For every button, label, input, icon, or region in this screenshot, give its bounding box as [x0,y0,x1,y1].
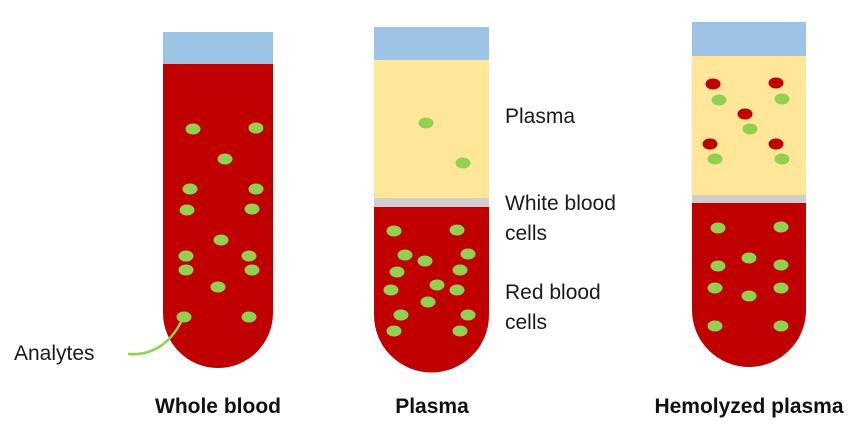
red-blood-cells-label-line1: Red blood [505,281,601,304]
tube-hemolyzed-plasma [692,22,806,367]
red-blood-cells-label-line2: cells [505,311,548,334]
analytes-label: Analytes [14,342,95,365]
analyte-dots [707,93,790,332]
tube-title-hemolyzed-plasma: Hemolyzed plasma [654,395,844,418]
white-blood-cells-label-line2: cells [505,222,548,245]
tube-title-whole-blood: Whole blood [155,395,281,418]
red-blood-cells-label: Red blood cells [505,278,601,338]
white-blood-cells-layer [374,198,489,208]
tube-whole-blood [127,32,273,368]
white-blood-cells-label-line1: White blood [505,192,616,215]
tube-title-plasma: Plasma [395,395,469,418]
free-hemoglobin-dots [702,77,784,150]
analyte-dots [176,122,264,323]
white-blood-cells-label: White blood cells [505,189,616,249]
tube-cap [163,32,273,65]
white-blood-cells-layer [692,195,806,204]
analytes-pointer-line [127,319,184,356]
tube-cap [692,22,806,57]
plasma-layer-label: Plasma [505,105,576,128]
tube-plasma [374,27,489,373]
whole-blood-layer [163,64,273,368]
tube-cap [374,27,489,61]
plasma-layer [374,60,489,199]
analyte-dots [383,117,476,337]
